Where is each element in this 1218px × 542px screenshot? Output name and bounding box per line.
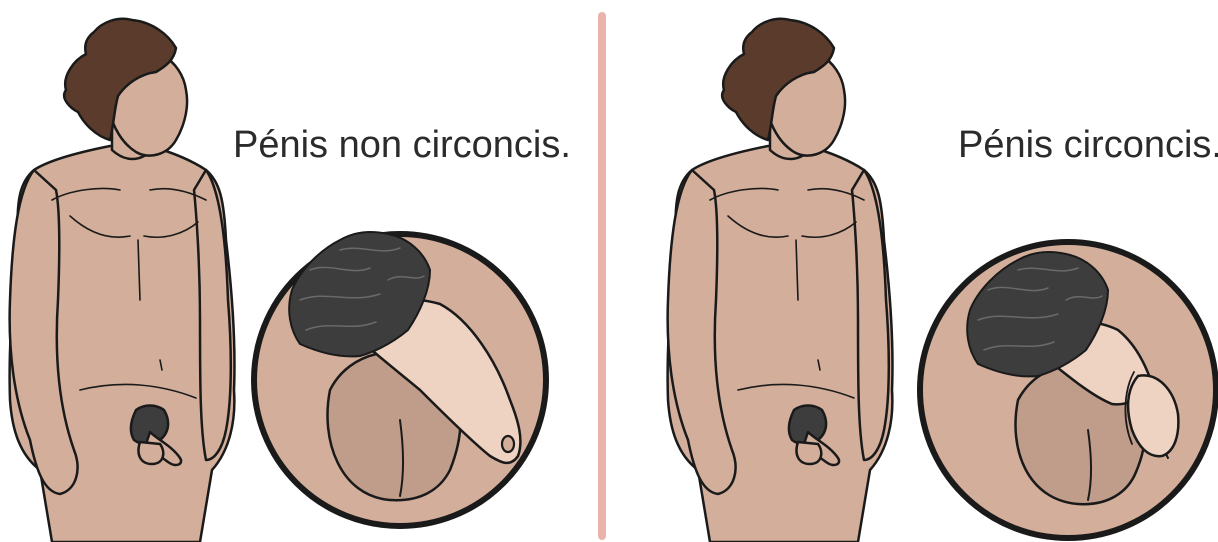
panel-circumcised: Pénis circoncis. [618,0,1218,542]
scrotum-small [139,442,164,464]
foreskin-opening [502,436,514,452]
panel-divider [598,12,606,540]
person-figure [10,19,235,542]
label-uncircumcised: Pénis non circoncis. [233,126,571,164]
person-figure [668,19,893,542]
zoom-detail-uncircumcised [254,232,546,526]
figure-uncircumcised [0,0,600,542]
scrotum-small [797,442,822,464]
figure-circumcised [618,0,1218,542]
panel-uncircumcised: Pénis non circoncis. [0,0,600,542]
label-circumcised: Pénis circoncis. [958,126,1218,164]
zoom-detail-circumcised [920,242,1216,538]
